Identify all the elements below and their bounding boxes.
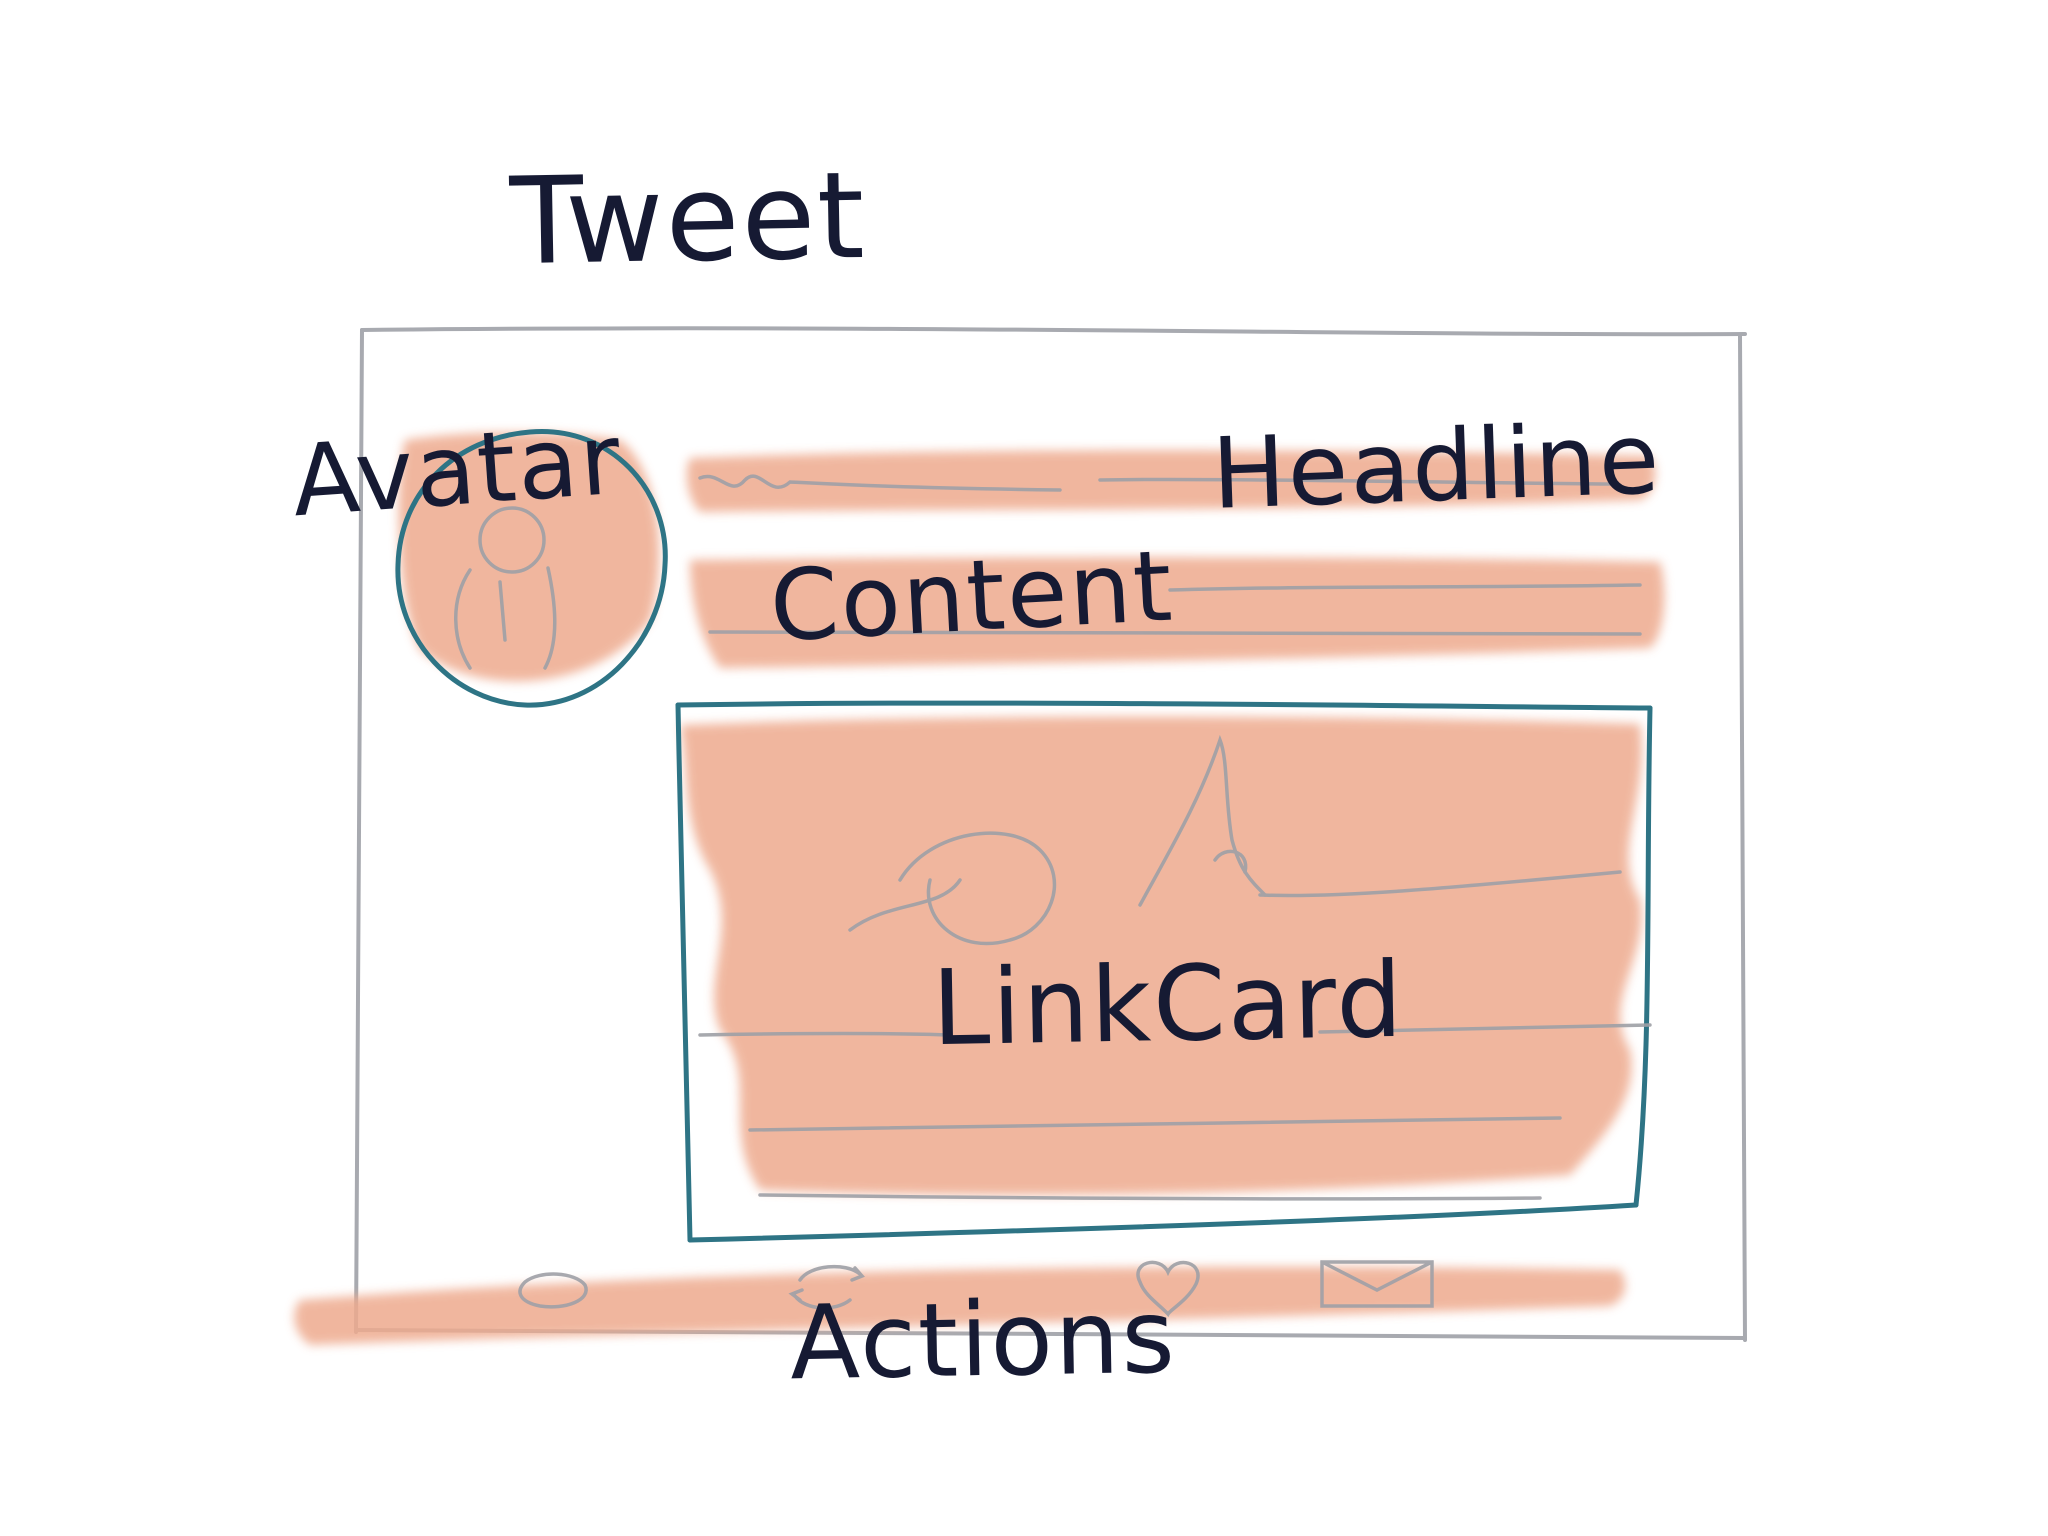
retweet-icon (788, 1264, 865, 1310)
avatar-wash (398, 432, 660, 682)
label-actions: Actions (788, 1277, 1178, 1404)
message-icon (1320, 1260, 1434, 1308)
pencil-scribbles (454, 474, 1652, 1318)
content-wash (690, 557, 1665, 668)
label-content: Content (767, 529, 1177, 665)
linkcard-frame (675, 700, 1653, 1243)
avatar-circle (395, 429, 668, 708)
linkcard-wash (680, 716, 1642, 1195)
reply-icon (518, 1272, 588, 1309)
actions-wash (294, 1266, 1626, 1345)
watercolor-washes (294, 432, 1665, 1345)
label-linkcard: LinkCard (930, 938, 1406, 1070)
label-avatar: Avatar (288, 402, 626, 540)
heart-icon (1136, 1260, 1200, 1318)
label-headline: Headline (1210, 402, 1663, 532)
diagram-title-tweet: Tweet (508, 146, 868, 293)
